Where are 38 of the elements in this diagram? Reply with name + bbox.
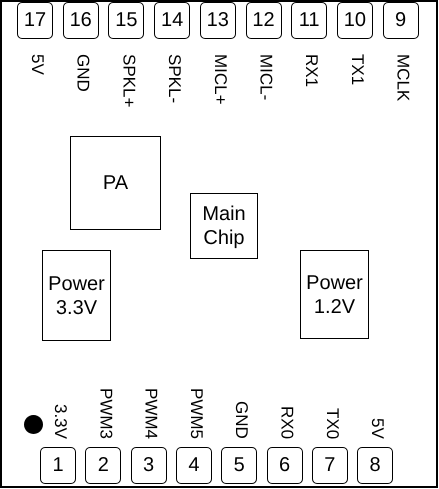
pin-label: 5V: [367, 418, 388, 439]
pin-label: SPKL-: [164, 54, 184, 104]
pin-label: GND: [72, 54, 93, 92]
pin-number: 11: [291, 2, 328, 39]
pin-label: PWM5: [186, 388, 206, 439]
pin-number: 13: [200, 2, 236, 39]
pin-number: 12: [246, 2, 282, 39]
pin-label: TX1: [346, 54, 367, 86]
pin-number: 7: [312, 447, 348, 484]
pin-number: 14: [154, 2, 190, 39]
pin-number: 15: [108, 2, 144, 39]
pin-number: 8: [357, 447, 394, 484]
pin-label: 3.3V: [50, 404, 70, 439]
pin-label: MCLK: [392, 54, 413, 102]
component-block: PA: [70, 136, 161, 230]
pin-label: SPKL+: [118, 54, 138, 108]
component-block: Power 3.3V: [42, 250, 111, 341]
component-block: Main Chip: [190, 193, 258, 259]
pin-number: 10: [336, 2, 373, 39]
pin-number: 4: [176, 447, 212, 484]
pin-label: 5V: [27, 54, 47, 75]
pin-label: PWM3: [95, 388, 116, 439]
pin-label: TX0: [322, 408, 342, 439]
pin-label: GND: [231, 401, 252, 439]
pin-label: RX0: [276, 406, 296, 439]
pin-number: 3: [130, 447, 167, 484]
pin-number: 2: [85, 447, 122, 484]
pin-number: 6: [266, 447, 302, 484]
pin-label: MICL+: [210, 54, 230, 105]
pin-number: 5: [221, 447, 258, 484]
pin-label: MICL-: [256, 54, 276, 100]
component-block: Power 1.2V: [300, 250, 369, 339]
pin-number: 16: [62, 2, 99, 39]
pin-label: PWM4: [140, 388, 161, 439]
pin-number: 9: [382, 2, 419, 39]
pin-number: 17: [17, 2, 53, 39]
pin-label: RX1: [301, 54, 322, 88]
pin-number: 1: [40, 447, 76, 484]
